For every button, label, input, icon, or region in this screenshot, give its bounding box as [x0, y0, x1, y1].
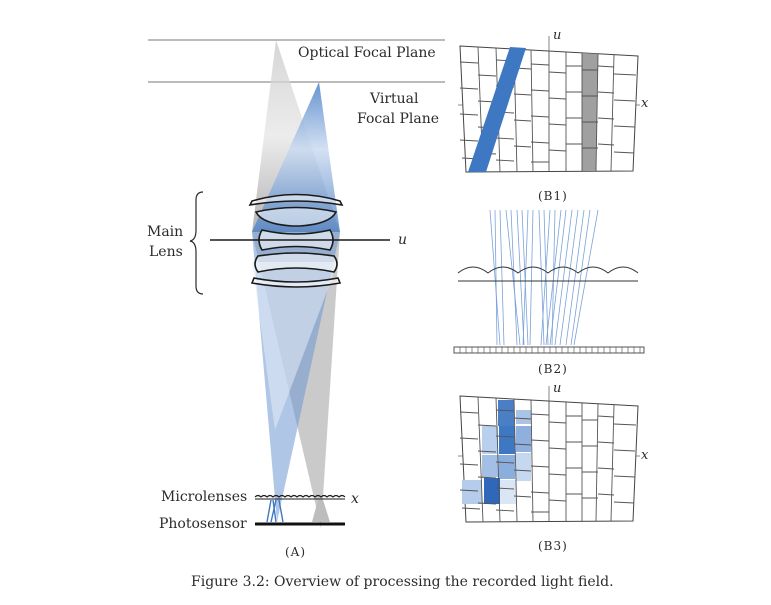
microlenses-label: Microlenses [161, 489, 247, 505]
main-lens-label-2: Lens [149, 244, 183, 260]
b2-microlens-array [457, 266, 639, 274]
b3-cell [484, 478, 500, 504]
caption-a: (A) [285, 545, 306, 559]
panel-b2: (B2) [453, 209, 645, 376]
main-lens-brace [189, 191, 204, 295]
b3-cell [482, 455, 499, 477]
figure-caption: Figure 3.2: Overview of processing the r… [191, 574, 614, 590]
b3-cell [500, 480, 516, 504]
b1-ray-grid [459, 45, 639, 173]
blue-ray-cone-upper-bottom [252, 262, 338, 430]
main-lens-label: Main [147, 224, 183, 240]
b3-cell [498, 400, 514, 426]
b1-blue-stripe [468, 47, 526, 172]
b3-cell [462, 480, 482, 504]
virtual-focal-plane-label: Virtual [369, 91, 419, 107]
b1-gray-column [582, 53, 598, 171]
panel-b1: u x (B1) [458, 28, 649, 203]
panel-b3: u x [458, 381, 649, 553]
microlens-array [254, 494, 346, 498]
b3-ray-grid [459, 395, 639, 523]
optical-focal-plane-label: Optical Focal Plane [298, 45, 436, 61]
panel-a: u Main Lens Optical Focal Plane Virtual … [147, 39, 445, 559]
b3-cell [499, 455, 515, 479]
caption-b2: (B2) [538, 362, 568, 376]
photosensor-label: Photosensor [159, 516, 247, 532]
b3-cell [516, 453, 531, 481]
u-axis-label: u [398, 232, 407, 248]
sensor-rays [266, 499, 284, 523]
b3-cell [482, 426, 498, 454]
b1-u-label: u [553, 28, 561, 43]
b3-cell [516, 410, 531, 424]
caption-b1: (B1) [538, 189, 568, 203]
b1-x-label: x [641, 96, 649, 111]
b2-ray-fan [489, 209, 599, 346]
b3-u-label: u [553, 381, 561, 396]
x-axis-label: x [351, 491, 359, 507]
virtual-focal-plane-label-2: Focal Plane [357, 111, 439, 127]
blue-ray-cone-top [252, 82, 340, 232]
b2-sensor [453, 346, 645, 354]
caption-b3: (B3) [538, 539, 568, 553]
b3-cell [499, 426, 515, 454]
gray-sensor-rays [312, 500, 330, 522]
b3-cell [516, 426, 531, 452]
b3-x-label: x [641, 448, 649, 463]
b2-sensor-cells [459, 347, 641, 353]
